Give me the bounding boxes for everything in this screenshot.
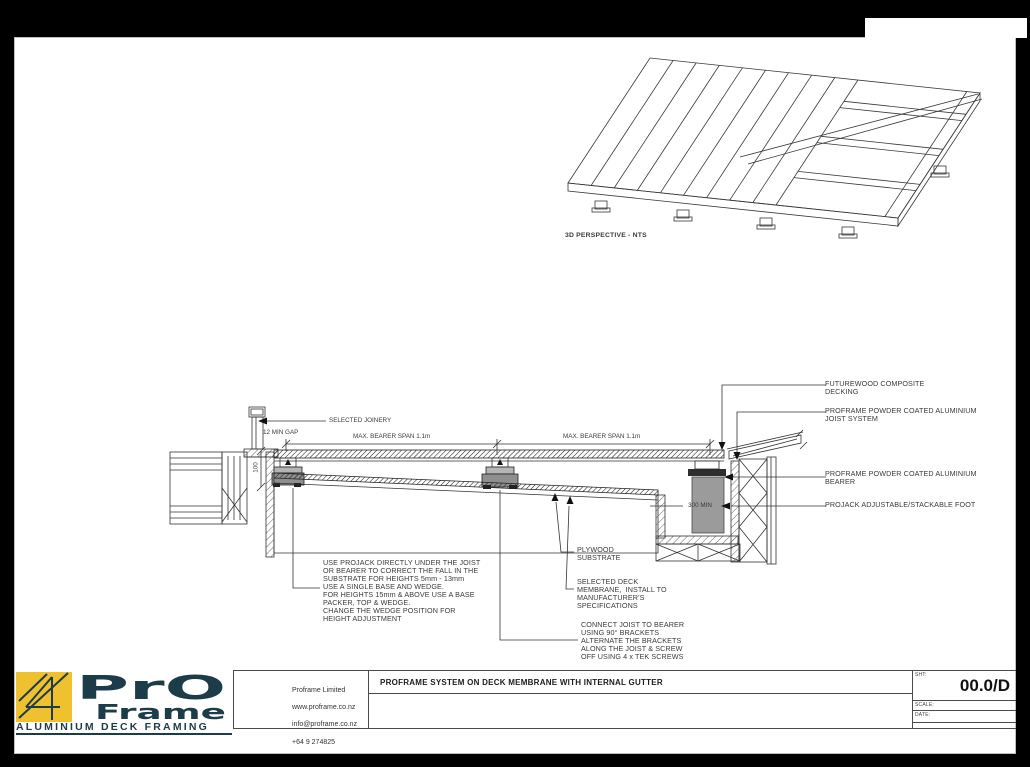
label-selected-joinery: SELECTED JOINERY: [329, 417, 392, 424]
note-deck-membrane: SELECTED DECK MEMBRANE, INSTALL TO MANUF…: [577, 577, 667, 610]
titleblock-title-underline: [368, 693, 912, 694]
titleblock-bottom-border: [233, 728, 1016, 729]
label-plywood-substrate: PLYWOOD SUBSTRATE: [577, 545, 621, 562]
scale-label: SCALE:: [915, 702, 934, 708]
label-dim-300-min: 300 MIN: [688, 502, 712, 509]
logo-tagline: ALUMINIUM DECK FRAMING: [16, 721, 210, 733]
company-name: Proframe Limited: [292, 687, 346, 694]
label-min-gap: 12 MIN GAP: [263, 429, 299, 436]
proframe-logo: PrO Frame: [16, 670, 226, 722]
note-connect-joist: CONNECT JOIST TO BEARER USING 90° BRACKE…: [581, 620, 685, 661]
proframe-logo-4-icon: [16, 672, 72, 722]
logo-text-pro: PrO: [76, 670, 226, 707]
label-dim-100: 100: [252, 462, 260, 473]
date-label: DATE:: [915, 712, 931, 718]
company-website: www.proframe.co.nz: [292, 704, 356, 712]
drawing-title: PROFRAME SYSTEM ON DECK MEMBRANE WITH IN…: [380, 678, 663, 687]
previous-page-corner: [865, 18, 1027, 38]
sheet-row-divider-1: [912, 700, 1016, 701]
titleblock-top-border: [233, 670, 1016, 671]
note-projack-usage: USE PROJACK DIRECTLY UNDER THE JOIST OR …: [323, 558, 481, 623]
label-bearer-span-left: MAX. BEARER SPAN 1.1m: [353, 433, 431, 440]
perspective-caption: 3D PERSPECTIVE - NTS: [565, 232, 647, 239]
titleblock-left-border: [233, 670, 234, 728]
label-joist-system: PROFRAME POWDER COATED ALUMINIUM JOIST S…: [825, 406, 977, 423]
sheet-row-divider-2: [912, 710, 1016, 711]
titleblock-divider-sheet: [912, 670, 913, 728]
titleblock-divider-company: [368, 670, 369, 728]
company-info: Proframe Limited www.proframe.co.nz info…: [292, 687, 357, 747]
logo-text-frame: Frame: [95, 700, 226, 722]
sheet-number: 00.0/D: [959, 676, 1010, 695]
sheet-row-divider-3: [912, 722, 1016, 723]
company-phone: +64 9 274825: [292, 738, 336, 746]
logo-tagline-underline: [16, 733, 232, 735]
label-bearer-span-right: MAX. BEARER SPAN 1.1m: [563, 433, 641, 440]
company-email: info@proframe.co.nz: [292, 721, 358, 729]
sheet-label: SHT:: [915, 672, 927, 678]
label-futurewood-decking: FUTUREWOOD COMPOSITE DECKING: [825, 379, 925, 396]
label-bearer: PROFRAME POWDER COATED ALUMINIUM BEARER: [825, 469, 977, 486]
label-projack-foot: PROJACK ADJUSTABLE/STACKABLE FOOT: [825, 500, 976, 509]
